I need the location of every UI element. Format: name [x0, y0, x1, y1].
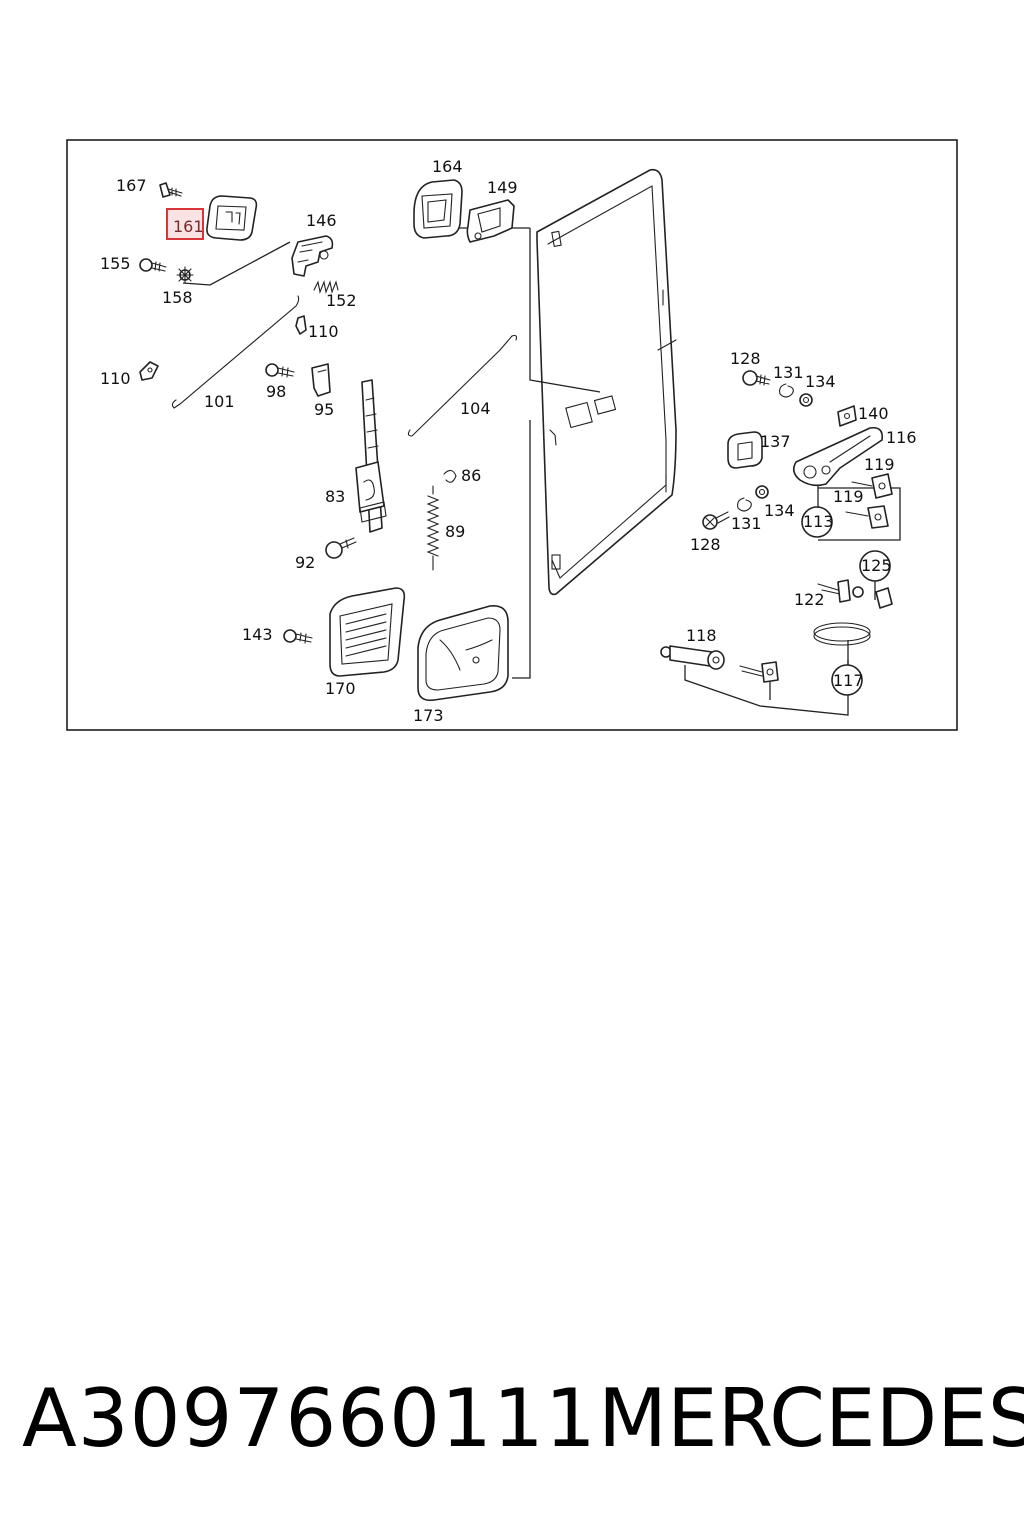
callout-104: 104: [460, 399, 491, 418]
screw-155: [139, 258, 167, 272]
callout-158: 158: [162, 288, 193, 307]
callout-161: 161: [173, 217, 204, 236]
rod-101: [171, 295, 300, 409]
gasket-137: [727, 431, 763, 469]
clip-110-lower: [139, 361, 159, 381]
callout-92: 92: [295, 553, 315, 572]
rear-door-panel: [536, 168, 677, 596]
screw-98: [265, 363, 295, 378]
callout-89: 89: [445, 522, 465, 541]
washer-134-upper: [799, 393, 813, 407]
diagram-frame: [66, 139, 958, 731]
callout-125: 125: [861, 556, 892, 575]
screw-128-upper: [742, 370, 771, 386]
callout-143: 143: [242, 625, 273, 644]
spring-89: [426, 485, 440, 571]
screw-167: [159, 182, 183, 198]
callout-173: 173: [413, 706, 444, 725]
ring-117: [813, 622, 871, 646]
handle-housing-164: [413, 179, 463, 239]
callout-131-upper: 131: [773, 363, 804, 382]
key-119-upper: [851, 473, 893, 499]
grille-bezel-170: [329, 587, 406, 677]
washer-131-lower: [737, 497, 752, 512]
group-circle-113: [801, 506, 833, 538]
washer-134-lower: [755, 485, 769, 499]
callout-149: 149: [487, 178, 518, 197]
key-119-lower: [845, 505, 889, 529]
callout-140: 140: [858, 404, 889, 423]
callout-164: 164: [432, 157, 463, 176]
clip-110-upper: [295, 315, 307, 335]
spring-152: [313, 280, 339, 294]
callout-128-lower: 128: [690, 535, 721, 554]
handle-bezel-161: [206, 195, 258, 241]
lock-mechanism-146: [291, 235, 334, 277]
screw-92: [325, 537, 357, 559]
callout-128-upper: 128: [730, 349, 761, 368]
rod-104: [407, 334, 518, 437]
callout-152: 152: [326, 291, 357, 310]
callout-98: 98: [266, 382, 286, 401]
highlight-box-161: [166, 208, 204, 240]
pad-140: [837, 405, 857, 427]
callout-101: 101: [204, 392, 235, 411]
callout-116: 116: [886, 428, 917, 447]
clip-95: [311, 363, 331, 397]
exploded-parts-diagram: 167 161 155 158 146 152 110 110 101 98 9…: [66, 139, 958, 731]
washer-131-upper: [779, 383, 794, 398]
outer-handle-116: [792, 426, 884, 487]
callout-146: 146: [306, 211, 337, 230]
callout-110-upper: 110: [308, 322, 339, 341]
callout-83: 83: [325, 487, 345, 506]
callout-119-lower: 119: [833, 487, 864, 506]
callout-134-upper: 134: [805, 372, 836, 391]
cover-173: [417, 605, 509, 702]
group-circle-117: [831, 664, 863, 696]
callout-131-lower: 131: [731, 514, 762, 533]
clip-86: [443, 469, 457, 483]
key-122: [817, 579, 893, 609]
lock-cylinder-118: [660, 645, 725, 670]
callout-110-lower: 110: [100, 369, 131, 388]
key-118: [739, 661, 779, 683]
brand-name: MERCEDES: [598, 1372, 1024, 1465]
callout-137: 137: [760, 432, 791, 451]
callout-95: 95: [314, 400, 334, 419]
screw-128-lower: [702, 511, 730, 530]
lock-bracket-83: [355, 379, 387, 533]
part-number: A3097660111: [22, 1372, 597, 1465]
callout-113: 113: [803, 512, 834, 531]
callout-167: 167: [116, 176, 147, 195]
callout-134-lower: 134: [764, 501, 795, 520]
screw-143: [283, 629, 313, 644]
callout-119-upper: 119: [864, 455, 895, 474]
callout-86: 86: [461, 466, 481, 485]
callout-118: 118: [686, 626, 717, 645]
callout-122: 122: [794, 590, 825, 609]
group-circle-125: [859, 550, 891, 582]
callout-117: 117: [833, 671, 864, 690]
callout-170: 170: [325, 679, 356, 698]
washer-158: [176, 266, 194, 284]
inner-handle-149: [466, 199, 515, 243]
callout-155: 155: [100, 254, 131, 273]
